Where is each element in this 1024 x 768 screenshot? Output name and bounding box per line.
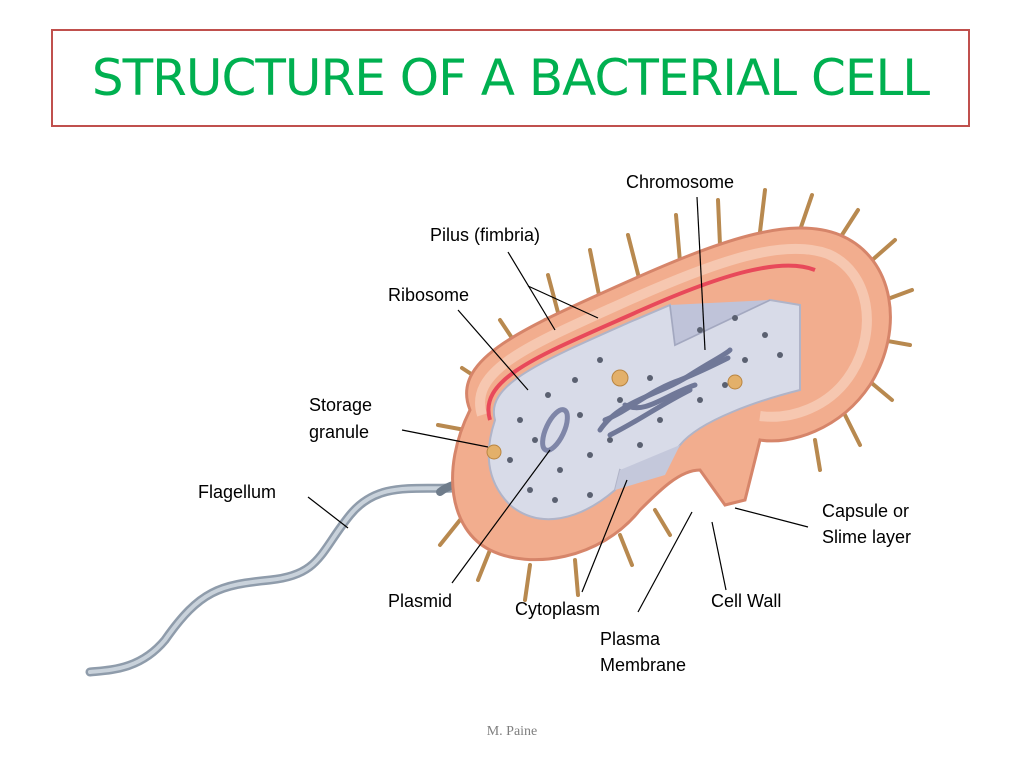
label-ribosome: Ribosome <box>388 285 470 305</box>
label-flagellum: Flagellum <box>198 482 277 502</box>
label-pilus: Pilus (fimbria) <box>430 225 541 245</box>
label-cell-wall: Cell Wall <box>711 591 782 611</box>
cytoplasm-inner-wall <box>669 299 771 347</box>
label-chromosome: Chromosome <box>626 172 735 192</box>
author-credit: M. Paine <box>486 724 538 739</box>
label-plasmid: Plasmid <box>388 591 453 611</box>
label-storage-granule-1: Storage <box>309 395 373 415</box>
plasmid <box>540 407 570 453</box>
label-storage-granule-2: granule <box>309 422 370 442</box>
page-title: STRUCTURE OF A BACTERIAL CELL <box>91 49 930 107</box>
storage-granule <box>611 369 629 387</box>
plasma-membrane <box>486 263 816 421</box>
storage-granule <box>486 444 502 460</box>
chromosome <box>597 347 733 438</box>
label-plasma-membrane-1: Plasma <box>600 629 661 649</box>
cell-wall <box>475 243 872 422</box>
flagellum-highlight <box>88 485 472 674</box>
ribosomes <box>507 315 783 503</box>
storage-granule <box>727 374 743 390</box>
label-capsule-1: Capsule or <box>822 501 910 521</box>
label-plasma-membrane-2: Membrane <box>600 655 687 675</box>
label-cytoplasm: Cytoplasm <box>515 599 601 619</box>
title-box: STRUCTURE OF A BACTERIAL CELL <box>51 29 970 127</box>
leader-lines <box>307 196 809 613</box>
cytoplasm-floor <box>615 445 680 490</box>
label-capsule-2: Slime layer <box>822 527 912 547</box>
